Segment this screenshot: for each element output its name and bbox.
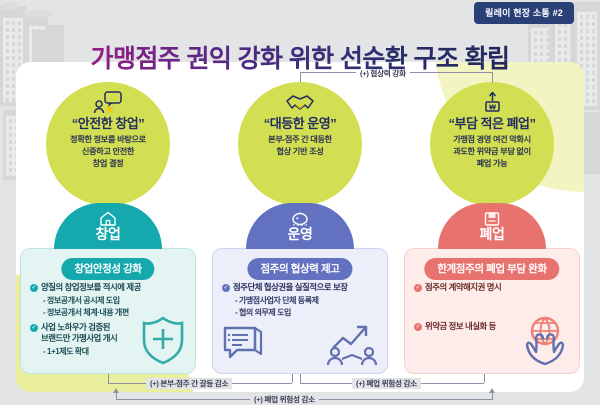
svg-text:₩: ₩ bbox=[489, 105, 496, 112]
connector-bottom-left-label: (+) 본부-점주 간 갈등 감소 bbox=[146, 378, 233, 389]
piggy-bank-icon bbox=[291, 211, 309, 227]
concept-desc: 본부-점주 간 대등한 협상 기반 조성 bbox=[268, 135, 332, 156]
concept-desc: 정확한 정보를 바탕으로 신중하고 안전한 창업 결정 bbox=[70, 135, 146, 168]
status-badge: 릴레이 현장 소통 #2 bbox=[474, 2, 574, 24]
connector-top-label: (+) 협상력 강화 bbox=[356, 68, 410, 79]
concept-circle-low-burden-closure: ₩ “부담 적은 폐업” 가맹점 경영 여건 악화시 과도한 위약금 부담 없이… bbox=[430, 82, 554, 206]
bullet-text: 위약금 정보 내실화 등 bbox=[425, 321, 496, 332]
panel-startup: 창업안정성 강화 ✓ 양질의 창업정보를 적시에 제공 - 정보공개서 공시제 … bbox=[20, 248, 196, 374]
concept-circle-equal-operation: “대등한 운영” 본부-점주 간 대등한 협상 기반 조성 bbox=[238, 82, 362, 206]
document-chat-icon bbox=[221, 322, 267, 371]
check-bullet-icon: ✓ bbox=[30, 283, 38, 292]
concept-title: “안전한 창업” bbox=[71, 116, 145, 131]
check-bullet-icon: ✓ bbox=[30, 323, 38, 332]
list-item: ✓ 위약금 정보 내실화 등 bbox=[414, 321, 573, 332]
connector-bottom-right-label: (+) 폐업 위험성 감소 bbox=[352, 378, 421, 389]
list-item: ✓ 점주의 계약해지권 명시 bbox=[414, 282, 573, 293]
negotiation-growth-icon bbox=[325, 322, 381, 371]
concept-title: “부담 적은 폐업” bbox=[448, 116, 536, 131]
page-title: 가맹점주 권익 강화 위한 선순환 구조 확립 bbox=[0, 39, 600, 75]
panel-title: 창업안정성 강화 bbox=[61, 258, 155, 280]
bullet-text: 점주단체 협상권을 실질적으로 보장 bbox=[233, 282, 348, 292]
concept-title: “대등한 운영” bbox=[263, 116, 337, 131]
panel-closure: 한계점주의 폐업 부담 완화 ✓ 점주의 계약해지권 명시 ✓ 위약금 정보 내… bbox=[404, 248, 580, 374]
handshake-icon bbox=[285, 91, 315, 115]
panel-bullet-list: ✓ 점주의 계약해지권 명시 ✓ 위약금 정보 내실화 등 bbox=[414, 282, 573, 334]
bullet-text: 양질의 창업정보를 적시에 제공 bbox=[41, 282, 141, 292]
house-icon bbox=[99, 211, 117, 227]
concept-desc: 가맹점 경영 여건 악화시 과도한 위약금 부담 없이 폐업 가능 bbox=[453, 135, 531, 168]
person-speech-star-icon bbox=[93, 91, 123, 115]
check-bullet-icon: ✓ bbox=[414, 322, 422, 331]
column-label: 폐업 bbox=[479, 226, 505, 242]
bullet-sub: - 정보공개서 체계·내용 개편 bbox=[43, 307, 129, 317]
bullet-sub: - 가맹점사업자 단체 등록제 bbox=[235, 296, 319, 306]
closed-shop-icon bbox=[483, 211, 501, 227]
hands-globe-icon bbox=[517, 315, 573, 372]
list-item: ✓ 점주단체 협상권을 실질적으로 보장 bbox=[222, 282, 381, 293]
panel-operation: 점주의 협상력 제고 ✓ 점주단체 협상권을 실질적으로 보장 - 가맹점사업자… bbox=[212, 248, 388, 374]
list-item: ✓ 양질의 창업정보를 적시에 제공 bbox=[30, 282, 189, 293]
check-bullet-icon: ✓ bbox=[222, 283, 230, 292]
money-exit-icon: ₩ bbox=[477, 91, 507, 115]
check-bullet-icon: ✓ bbox=[414, 283, 422, 292]
panel-title: 한계점주의 폐업 부담 완화 bbox=[424, 258, 560, 280]
column-label: 창업 bbox=[95, 226, 121, 242]
panel-title: 점주의 협상력 제고 bbox=[247, 258, 353, 280]
connector-bottom-center-label: (+) 폐업 위험성 감소 bbox=[250, 394, 319, 405]
bullet-sub: - 정보공개서 공시제 도입 bbox=[43, 296, 120, 306]
shield-check-icon bbox=[137, 314, 189, 371]
bullet-sub: - 협의 의무제 도입 bbox=[235, 307, 291, 317]
column-label: 운영 bbox=[287, 226, 313, 242]
bullet-sub: - 1+1제도 확대 bbox=[43, 347, 89, 357]
panel-bullet-list: ✓ 점주단체 협상권을 실질적으로 보장 - 가맹점사업자 단체 등록제 - 협… bbox=[222, 282, 381, 318]
concept-circle-safe-startup: “안전한 창업” 정확한 정보를 바탕으로 신중하고 안전한 창업 결정 bbox=[46, 82, 170, 206]
panel-bullet-list: ✓ 양질의 창업정보를 적시에 제공 - 정보공개서 공시제 도입 - 정보공개… bbox=[30, 282, 189, 358]
bullet-text: 점주의 계약해지권 명시 bbox=[425, 282, 502, 292]
